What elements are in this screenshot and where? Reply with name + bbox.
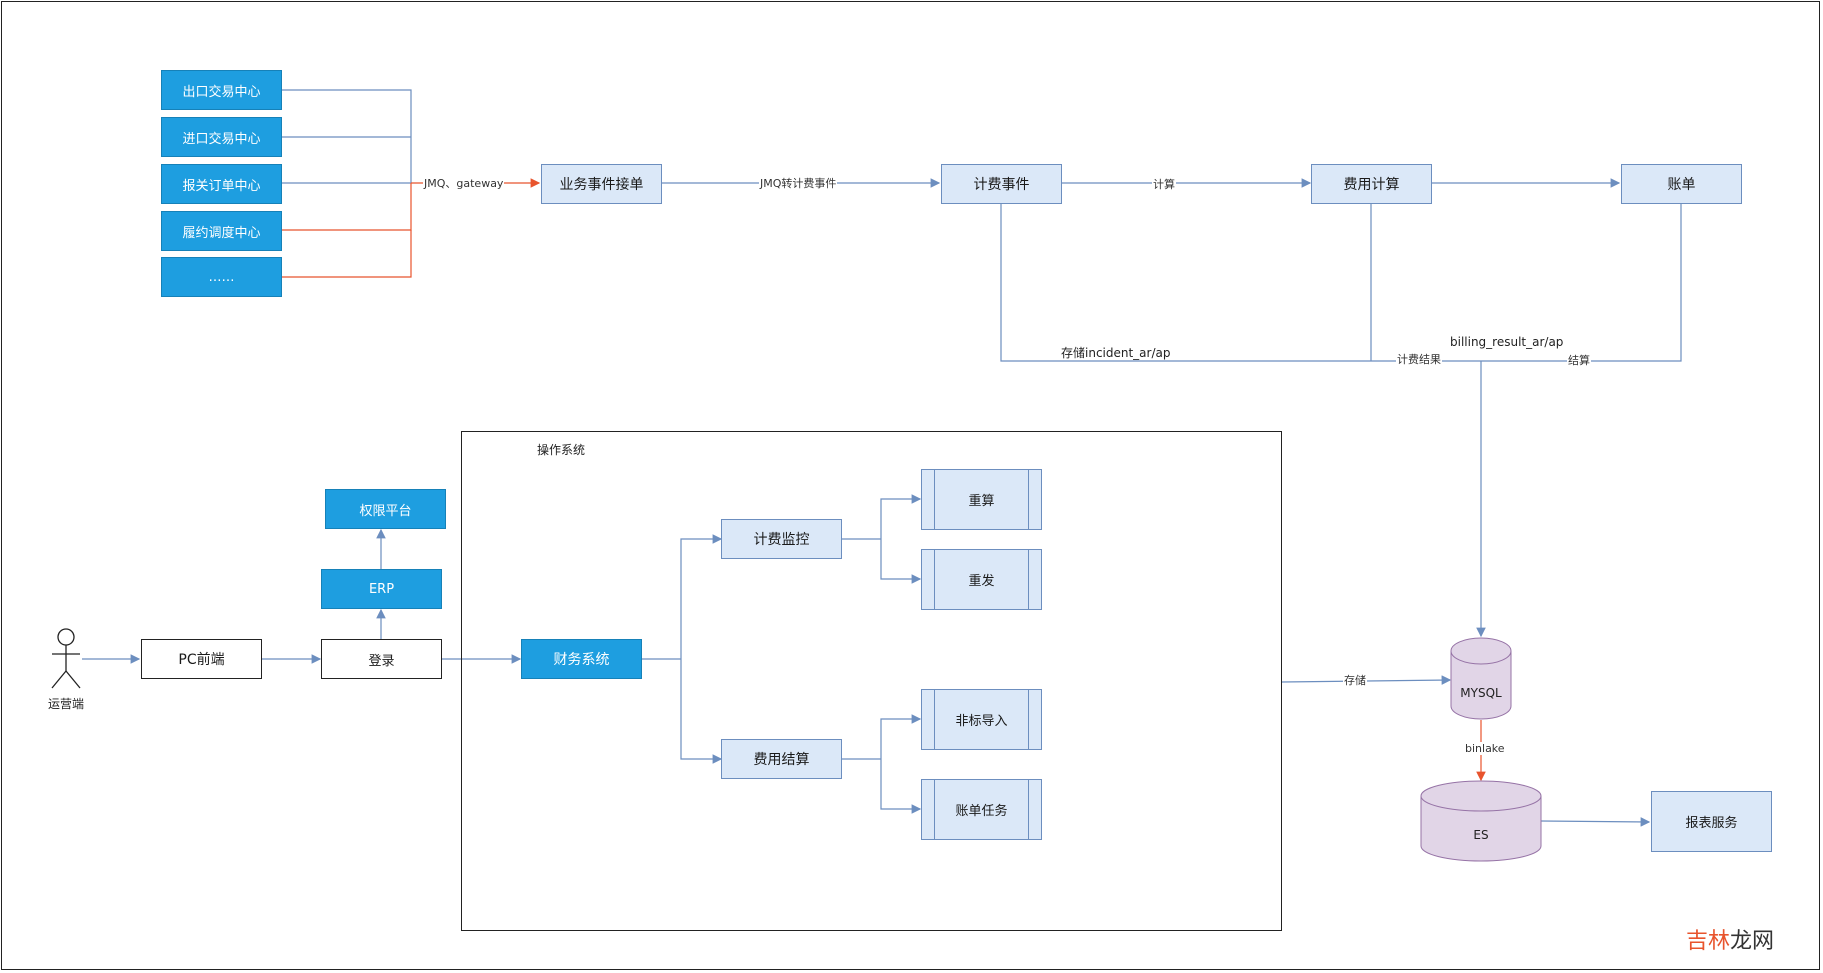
source-customs-order[interactable]: 报关订单中心 (161, 164, 282, 204)
watermark: 吉林龙网 (1686, 923, 1774, 955)
label-settle: 结算 (1567, 354, 1591, 367)
node-fee-settlement[interactable]: 费用结算 (721, 739, 842, 779)
node-report-service[interactable]: 报表服务 (1651, 791, 1772, 852)
operating-system-container (461, 431, 1282, 931)
source-export-trade[interactable]: 出口交易中心 (161, 70, 282, 110)
node-billing-monitor[interactable]: 计费监控 (721, 519, 842, 559)
edge-es-report (1540, 817, 1651, 827)
node-pc-frontend[interactable]: PC前端 (141, 639, 262, 679)
label-jmq-to-billing: JMQ转计费事件 (759, 177, 838, 190)
actor-label: 运营端 (48, 697, 85, 711)
source-import-trade[interactable]: 进口交易中心 (161, 117, 282, 157)
node-bill-task[interactable]: 账单任务 (921, 779, 1042, 840)
node-login[interactable]: 登录 (321, 639, 442, 679)
container-title: 操作系统 (537, 443, 586, 457)
node-bill[interactable]: 账单 (1621, 164, 1742, 204)
actor-icon (51, 628, 81, 689)
label-calc: 计算 (1152, 178, 1176, 191)
node-finance-system[interactable]: 财务系统 (521, 639, 642, 679)
edge-to-recalc (880, 494, 922, 539)
edge-billing-store (1000, 203, 1481, 362)
node-business-event-receiver[interactable]: 业务事件接单 (541, 164, 662, 204)
node-recalculate[interactable]: 重算 (921, 469, 1042, 530)
edge-src5 (282, 230, 412, 278)
watermark-part1: 吉林 (1686, 929, 1731, 954)
mysql-label: MYSQL (1460, 686, 1502, 700)
edge-to-settlement (680, 659, 723, 764)
source-more[interactable]: …… (161, 257, 282, 297)
edge-to-resend (880, 539, 922, 584)
label-billing-result-table: billing_result_ar/ap (1450, 335, 1564, 349)
edge-bill-settle (1481, 203, 1682, 362)
edge-src4 (282, 183, 412, 231)
edge-to-import (880, 714, 922, 759)
node-permission-platform[interactable]: 权限平台 (325, 489, 446, 529)
label-store-incident: 存储incident_ar/ap (1061, 346, 1171, 360)
edge-to-monitor (680, 534, 723, 659)
es-cylinder (1420, 780, 1542, 862)
node-fee-calculation[interactable]: 费用计算 (1311, 164, 1432, 204)
watermark-part2: 龙网 (1730, 929, 1775, 954)
edge-src1 (282, 89, 412, 183)
label-store: 存储 (1343, 674, 1367, 687)
es-label: ES (1473, 828, 1489, 842)
label-binlake: binlake (1464, 742, 1506, 755)
label-jmq-gateway: JMQ、gateway (423, 177, 505, 190)
node-nonstandard-import[interactable]: 非标导入 (921, 689, 1042, 750)
node-resend[interactable]: 重发 (921, 549, 1042, 610)
label-calc-result: 计费结果 (1396, 353, 1442, 366)
edge-to-task (880, 759, 922, 814)
node-erp[interactable]: ERP (321, 569, 442, 609)
source-fulfillment-dispatch[interactable]: 履约调度中心 (161, 211, 282, 251)
node-billing-event[interactable]: 计费事件 (941, 164, 1062, 204)
mysql-cylinder (1450, 637, 1512, 720)
